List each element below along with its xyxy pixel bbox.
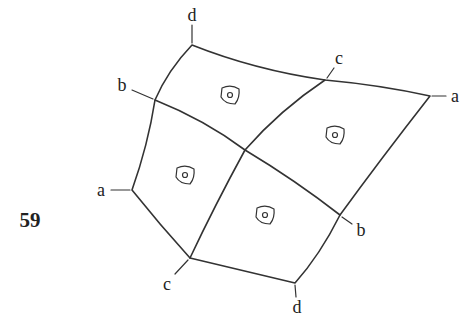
edge-letter: a [449, 86, 461, 106]
leader-lines [111, 25, 446, 297]
cell-nuclei [176, 86, 344, 224]
edge-letter: d [186, 5, 199, 25]
edge-letter: b [116, 75, 129, 95]
figure-number: 59 [18, 209, 43, 232]
edge-letter: c [333, 48, 345, 68]
cell-wall [190, 80, 325, 258]
edge-letter: b [355, 220, 368, 240]
edge-letter: c [161, 274, 173, 294]
cell-wall [155, 100, 340, 215]
edge-letter: a [95, 180, 107, 200]
cell-outline [132, 45, 430, 283]
edge-letter: d [291, 297, 304, 317]
